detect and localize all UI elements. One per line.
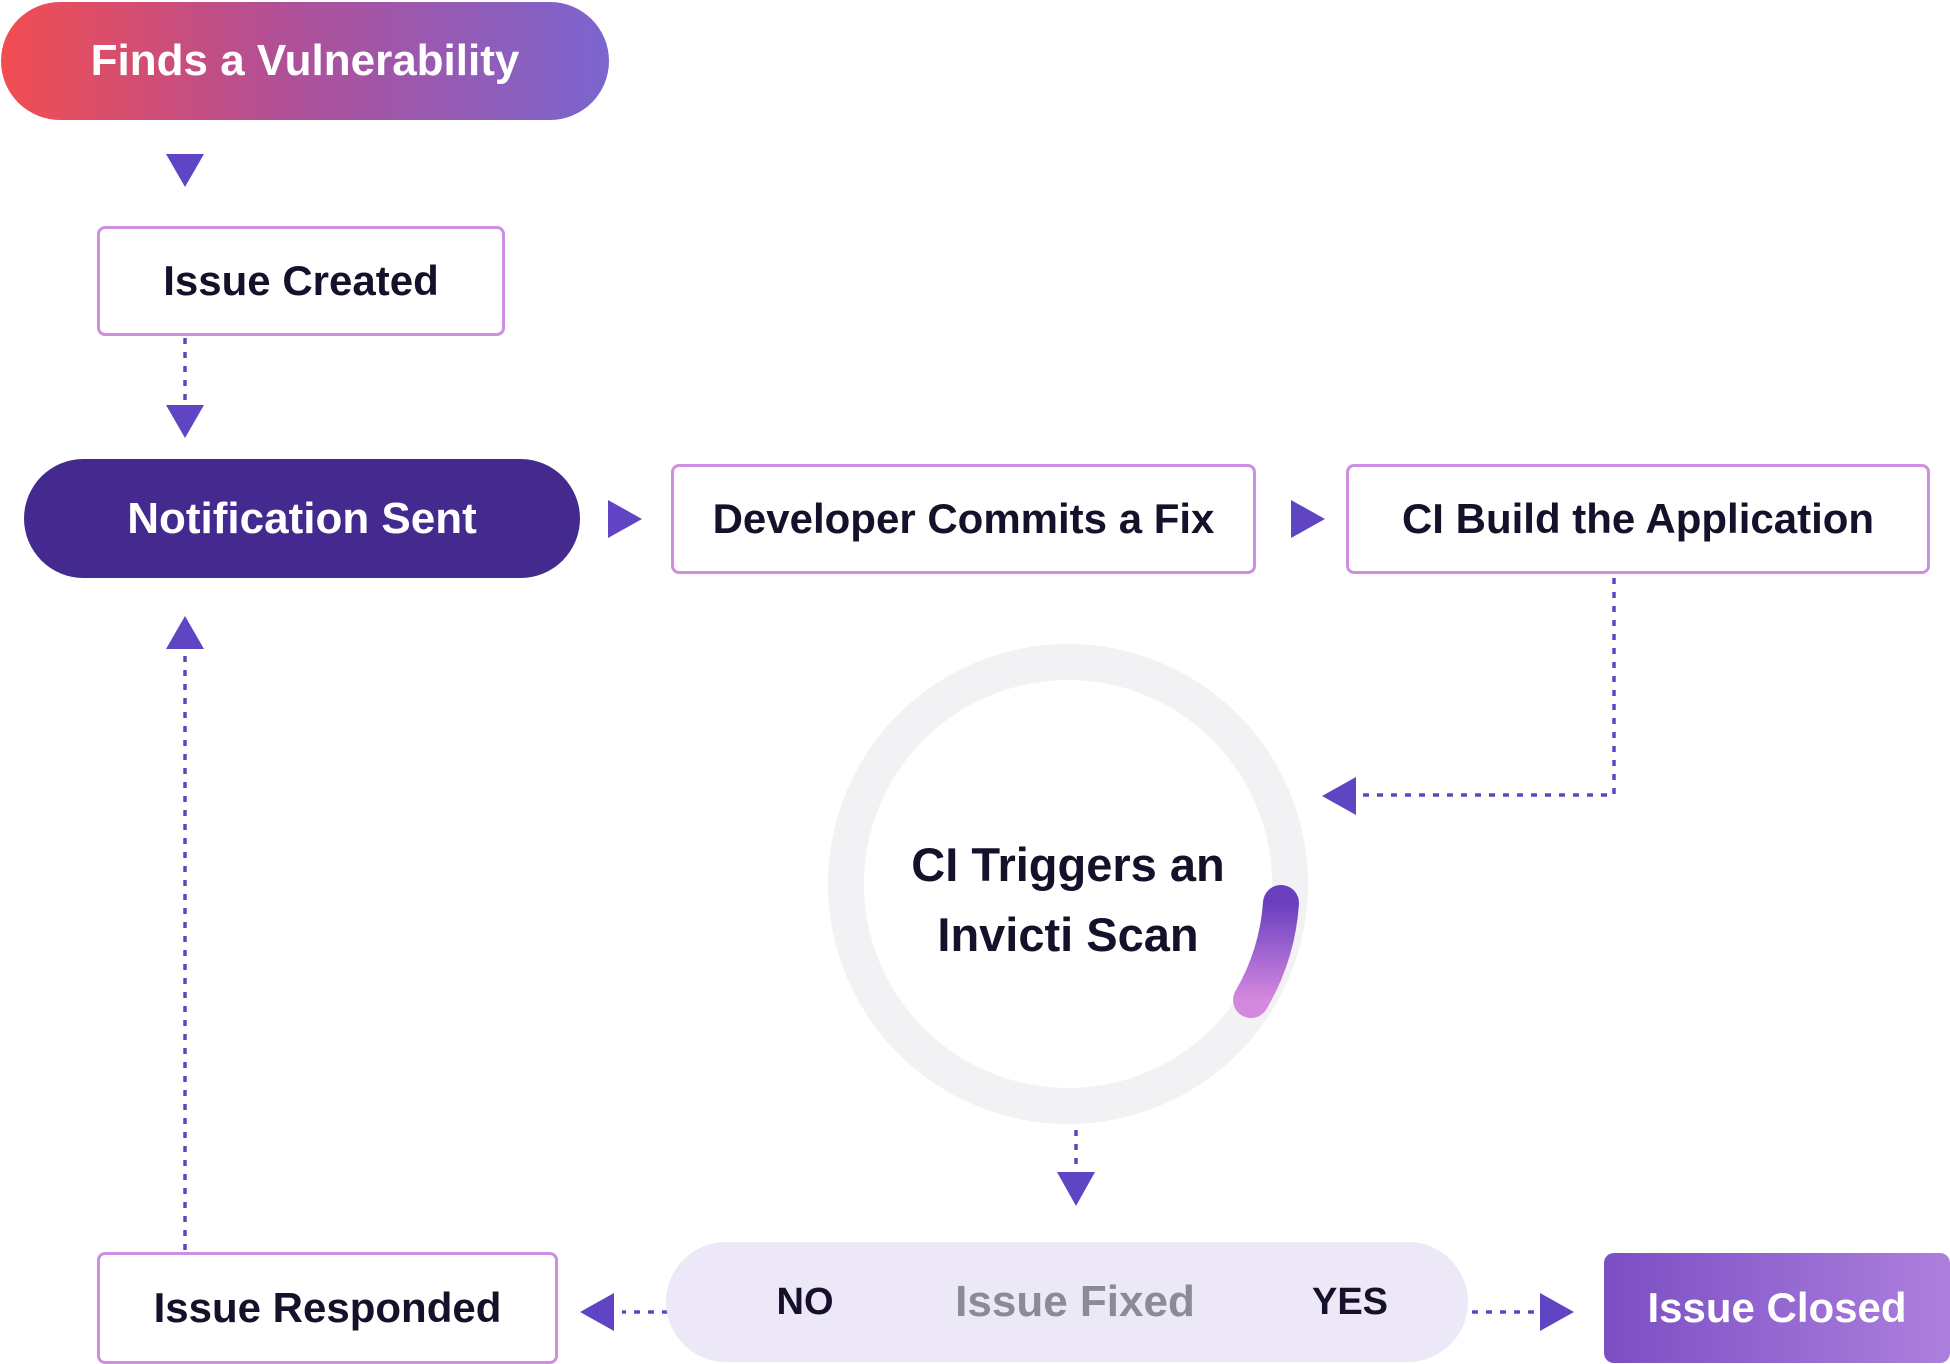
branch-no-label: NO <box>776 1280 834 1323</box>
node-developer-commits-label: Developer Commits a Fix <box>712 495 1215 542</box>
arrow-right-icon <box>608 500 642 538</box>
node-issue-responded-label: Issue Responded <box>153 1284 502 1331</box>
node-issue-closed-label: Issue Closed <box>1647 1284 1907 1331</box>
arrow-down-icon <box>166 405 204 438</box>
progress-ring-icon <box>828 644 1308 1124</box>
node-ci-build: CI Build the Application <box>1346 464 1930 574</box>
arrow-down-icon <box>166 154 204 187</box>
node-issue-fixed <box>666 1242 1468 1362</box>
node-ci-triggers-line2: Invicti Scan <box>937 908 1199 961</box>
arrow-left-icon <box>1322 777 1356 815</box>
node-finds-vulnerability-label: Finds a Vulnerability <box>90 36 520 85</box>
connector-build-to-scan <box>1358 578 1616 797</box>
node-issue-created: Issue Created <box>97 226 505 336</box>
branch-yes-label: YES <box>1311 1280 1389 1323</box>
node-finds-vulnerability: Finds a Vulnerability <box>1 2 609 120</box>
arrow-up-icon <box>166 616 204 649</box>
node-notification-sent-label: Notification Sent <box>127 493 477 543</box>
node-ci-triggers-line1: CI Triggers an <box>911 838 1225 891</box>
arrow-right-icon <box>1540 1293 1574 1331</box>
node-issue-closed: Issue Closed <box>1604 1253 1950 1363</box>
node-ci-triggers-scan: CI Triggers an Invicti Scan <box>868 830 1268 970</box>
arrow-left-icon <box>580 1293 614 1331</box>
node-developer-commits: Developer Commits a Fix <box>671 464 1256 574</box>
node-notification-sent: Notification Sent <box>24 459 580 578</box>
arrow-right-icon <box>1291 500 1325 538</box>
node-issue-responded: Issue Responded <box>97 1252 558 1364</box>
progress-ring-arc <box>1233 885 1299 1018</box>
node-issue-fixed-label: Issue Fixed <box>955 1277 1195 1326</box>
arrow-down-icon <box>1057 1172 1095 1206</box>
node-issue-created-label: Issue Created <box>163 257 439 304</box>
node-ci-build-label: CI Build the Application <box>1401 495 1875 542</box>
